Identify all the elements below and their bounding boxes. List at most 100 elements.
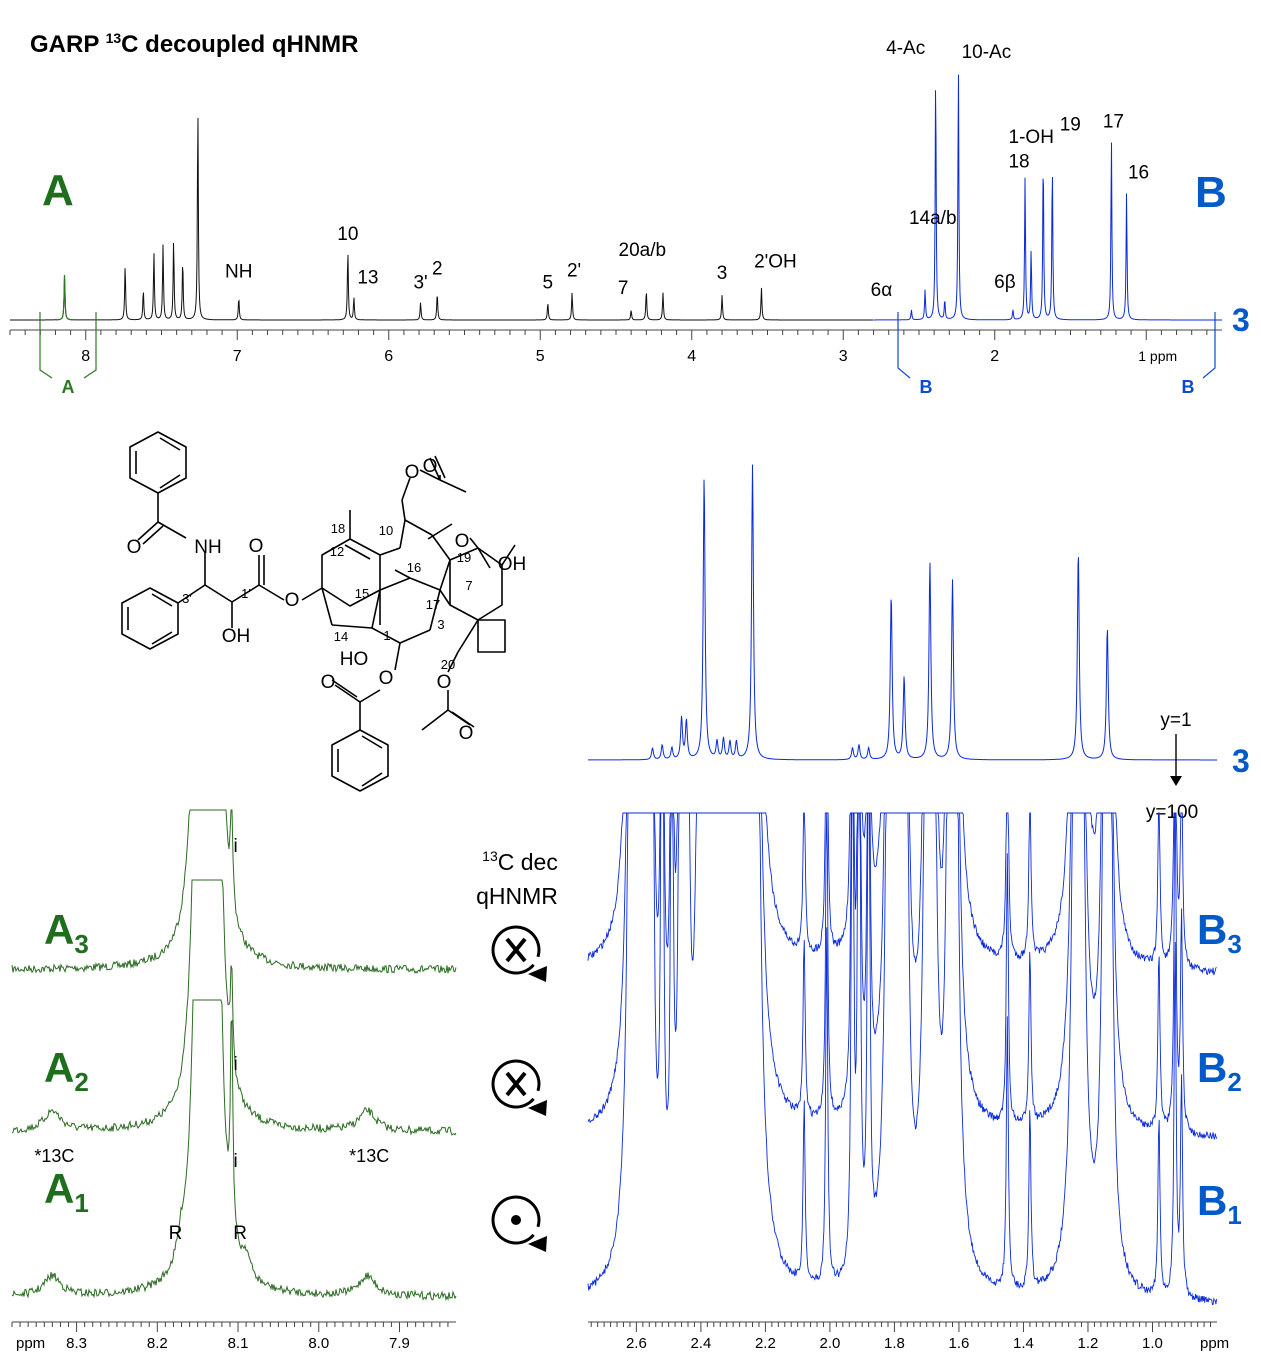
peak-label: 14a/b [909,208,957,229]
compound-label-top: 3 [1232,302,1250,338]
peak-label: 13 [357,268,378,289]
decoupling-label-text: C dec [498,849,558,875]
trace-label-B2: B2 [1197,1044,1242,1097]
rotation-sideband-mark: R [169,1223,183,1244]
structure-label: 20 [441,657,455,672]
peak-label: 20a/b [619,240,667,261]
peak-label: 6α [871,280,893,301]
structure-label: O [437,672,452,693]
region-a-unit: ppm [16,1335,45,1352]
region-a-trace-A3 [11,809,457,975]
full-spectrum-tick-label: 6 [384,348,393,365]
structure-label: HO [340,649,369,670]
region-a-bracket-label: A [62,377,75,397]
full-spectrum-tick-label: 2 [990,348,999,365]
region-b-tick-label: 2.6 [626,1335,647,1352]
region-b-tick-label: 1.2 [1078,1335,1099,1352]
structure-label: 1' [241,586,251,601]
peak-label: 4-Ac [886,38,925,59]
full-spectrum-tick-label: 4 [687,348,696,365]
region-b-tick-label: 2.4 [690,1335,711,1352]
region-b-bracket-label-right: B [1182,377,1195,397]
peak-label: 2' [567,261,581,282]
compound-label-mid: 3 [1232,743,1250,779]
peak-label: 7 [618,278,629,299]
structure-label: NH [194,537,221,558]
region-b-bracket-label-left: B [920,377,933,397]
structure-label: 18 [331,521,345,536]
structure-label: O [455,531,470,552]
full-spectrum-tick-label: 8 [81,348,90,365]
structure-label: O [249,536,264,557]
region-a-label: A [42,166,74,215]
region-a-trace-A2 [11,879,457,1136]
structure-label: 10 [379,523,393,538]
structure-label: 1 [383,628,390,643]
structure-label: 3' [182,591,192,606]
title-rest: C decoupled qHNMR [121,31,358,58]
full-spectrum-trace-aromatic [10,117,874,321]
region-b-overview-trace [588,464,1217,761]
figure-title: GARP 13C decoupled qHNMR [30,30,358,58]
structure-label: O [405,462,420,483]
trace-label-A2: A2 [44,1044,89,1097]
y-scale-top: y=1 [1160,710,1191,731]
region-b-label: B [1195,168,1227,217]
structure-label: OH [222,626,251,647]
region-a-tick-label: 8.0 [308,1335,329,1352]
sample-rotation-icons [491,925,547,1252]
region-b-trace-B2 [587,812,1218,1140]
structure-label: 17 [426,597,440,612]
decoupling-label-line2: qHNMR [476,883,558,909]
region-a-bracket [39,312,97,379]
region-b-tick-label: 1.4 [1013,1335,1034,1352]
peak-label: 5 [543,273,554,294]
region-b-unit: ppm [1200,1335,1229,1352]
structure-label: O [321,672,336,693]
region-b-trace-B3 [587,812,1217,976]
structure-label: 15 [355,586,369,601]
impurity-mark: i [233,1151,237,1172]
region-b-tick-label: 1.8 [884,1335,905,1352]
structure-label: 3 [437,617,444,632]
y-scale-arrow-head [1170,776,1182,786]
peak-label: 18 [1008,152,1029,173]
region-b-tick-label: 2.0 [819,1335,840,1352]
region-b-tick-label: 1.6 [949,1335,970,1352]
trace-label-A3: A3 [44,906,89,959]
trace-label-A1: A1 [44,1165,89,1218]
full-spectrum-tick-label: 5 [536,348,545,365]
satellite-mark: *13C [34,1146,74,1166]
title-main: GARP [30,31,106,58]
peak-label: 10-Ac [962,42,1012,63]
trace-label-B3: B3 [1197,906,1242,959]
peak-label: 10 [337,224,358,245]
region-b-tick-label: 1.0 [1142,1335,1163,1352]
structure-label: 7 [465,578,472,593]
trace-label-B1: B1 [1197,1177,1242,1230]
impurity-mark: i [233,836,237,857]
peak-label: 1-OH [1009,127,1054,148]
region-a-tick-label: 8.3 [66,1335,87,1352]
region-b-overview [588,464,1217,761]
structure-label: O [423,456,438,477]
full-spectrum-tick-label: 1 ppm [1138,348,1177,364]
sample-spinning-icon [491,1195,547,1252]
region-b-bracket [897,312,1216,379]
rotation-sideband-mark: R [233,1223,247,1244]
peak-label: 2'OH [754,252,797,273]
structure-label: O [127,537,142,558]
peak-label: 16 [1128,163,1149,184]
region-b-tick-label: 2.2 [755,1335,776,1352]
structure-label: O [285,590,300,611]
region-a-tick-label: 8.1 [228,1335,249,1352]
paclitaxel-structure [121,431,516,792]
